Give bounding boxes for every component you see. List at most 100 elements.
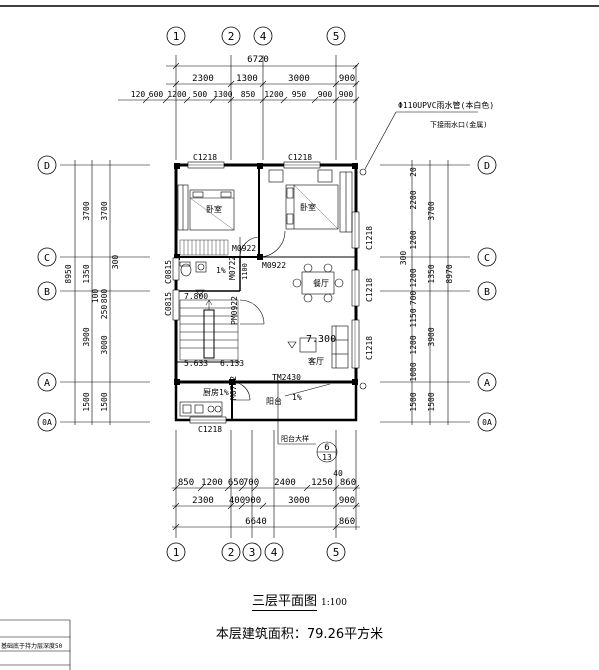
right-dim-i10: 1500: [409, 392, 418, 411]
window-label-8: C0815: [164, 260, 173, 284]
axis-bottom-3: 3: [249, 546, 256, 559]
left-dim-i6: 3000: [100, 335, 109, 354]
axis-left-C: C: [44, 253, 50, 264]
window-label-2: C1218: [288, 153, 312, 162]
bottom-dim-r2-1: 400: [229, 496, 245, 506]
room-living: 客厅: [308, 356, 324, 366]
right-dim-i1: 20: [409, 167, 418, 177]
top-dim-r2-0: 120: [131, 90, 146, 99]
right-dim-o1: 3700: [427, 201, 436, 220]
room-bedroom-1: 卧室: [206, 204, 222, 214]
top-dim-r2-1: 600: [149, 90, 164, 99]
level-7800: 7.800: [184, 292, 208, 301]
detail-1100: 1100: [241, 263, 249, 280]
right-dim-i6: 700: [409, 291, 418, 306]
right-dim-i4: 300: [399, 251, 408, 266]
top-dim-r2-8: 900: [318, 90, 333, 99]
top-dim-1: 2300: [192, 74, 214, 84]
door-label-4: M0722: [229, 376, 238, 400]
door-label-1: M0922: [232, 244, 256, 253]
level-7300: 7.300: [306, 334, 336, 345]
right-dim-i3: 1200: [409, 230, 418, 249]
bottom-dim-r1-2: 650: [228, 478, 244, 488]
right-dim-o2: 1350: [427, 264, 436, 283]
left-dim-o2: 1350: [82, 264, 91, 283]
bottom-dim-total: 6640: [245, 517, 267, 527]
room-bedroom-2: 卧室: [300, 202, 316, 212]
door-label-3: M0722: [228, 256, 237, 280]
bottom-dim-extra-40: 40: [333, 469, 343, 478]
bottom-dim-r2-4: 900: [339, 496, 355, 506]
axis-bottom-1: 1: [173, 546, 180, 559]
top-dim-r2-6: 1200: [264, 90, 283, 99]
window-label-6: C1218: [198, 425, 222, 434]
drain-note-2: 下接雨水口(金属): [430, 120, 487, 129]
bottom-dim-r2-2: 900: [245, 496, 261, 506]
level-5633: 5.633: [184, 359, 208, 368]
room-dining: 餐厅: [313, 279, 329, 288]
bottom-dim-r2-3: 3000: [288, 496, 310, 506]
axis-left-A: A: [44, 378, 50, 389]
bottom-dim-r1-3: 700: [243, 478, 259, 488]
top-dim-r2-9: 900: [339, 90, 354, 99]
left-dim-i4: 800: [100, 289, 109, 304]
room-balcony: 阳台: [266, 396, 282, 406]
top-dim-r2-5: 850: [241, 90, 256, 99]
title-block-text: 基础底于持力层深度50: [1, 642, 63, 650]
left-dim-i7: 1500: [100, 392, 109, 411]
right-dim-i8: 1200: [409, 335, 418, 354]
right-dim-i9: 1000: [409, 362, 418, 381]
left-dim-i5: 250: [100, 305, 109, 320]
right-dim-o3: 3900: [427, 327, 436, 346]
right-dim-i2: 2200: [409, 190, 418, 209]
slope-1: 1%: [216, 266, 226, 275]
right-dim-i7: 1150: [409, 308, 418, 327]
door-label-5: PM0922: [230, 296, 239, 325]
door-label-6: TM2430: [272, 373, 301, 382]
drain-note-1: Φ110UPVC雨水管(本白色): [398, 100, 494, 110]
bottom-dim-r2-0: 2300: [192, 496, 214, 506]
detail-callout-bottom: 13: [322, 453, 332, 462]
right-dim-o4: 1500: [427, 392, 436, 411]
right-dim-i5: 1200: [409, 268, 418, 287]
bottom-dim-extra-860: 860: [339, 517, 355, 527]
axis-right-C: C: [484, 253, 490, 264]
drawing-scale: 1:100: [321, 598, 347, 608]
axis-top-1: 1: [173, 30, 180, 43]
door-label-2: M0922: [262, 261, 286, 270]
left-dim-i3: 100: [91, 289, 100, 304]
bottom-dim-r1-0: 850: [178, 478, 194, 488]
window-label-3: C1218: [365, 226, 374, 250]
top-dim-3: 3000: [288, 74, 310, 84]
level-6133: 6.133: [220, 359, 244, 368]
axis-bottom-2: 2: [228, 546, 235, 559]
left-dim-o4: 1500: [82, 392, 91, 411]
axis-bottom-5: 5: [333, 546, 340, 559]
axis-top-4: 4: [260, 30, 267, 43]
axis-left-B: B: [44, 287, 50, 298]
top-dim-r2-7: 950: [292, 90, 307, 99]
top-dim-r2-4: 1300: [213, 90, 232, 99]
drawing-title-text: 三层平面图: [252, 594, 318, 611]
bottom-dim-r1-6: 860: [340, 478, 356, 488]
window-label-7: C0815: [164, 292, 173, 316]
axis-bottom-4: 4: [271, 546, 278, 559]
bottom-dim-r1-1: 1200: [201, 478, 223, 488]
axis-top-2: 2: [228, 30, 235, 43]
window-label-5: C1218: [365, 336, 374, 360]
window-label-4: C1218: [365, 278, 374, 302]
axis-left-0A: 0A: [42, 418, 52, 427]
top-dim-r2-2: 1200: [167, 90, 186, 99]
slope-2: 1%: [292, 393, 302, 402]
bottom-dim-r1-5: 1250: [311, 478, 333, 488]
left-dim-i2: 300: [111, 255, 120, 270]
window-label-1: C1218: [193, 153, 217, 162]
room-kitchen-slope: 厨房1%: [203, 387, 229, 397]
left-dim-o3: 3900: [82, 327, 91, 346]
top-dim-4: 900: [339, 74, 355, 84]
floor-area-label: 本层建筑面积：: [215, 627, 307, 642]
left-dim-total: 8950: [64, 264, 73, 283]
floor-area-value: 79.26平方米: [306, 627, 384, 642]
left-dim-i1: 3700: [100, 201, 109, 220]
